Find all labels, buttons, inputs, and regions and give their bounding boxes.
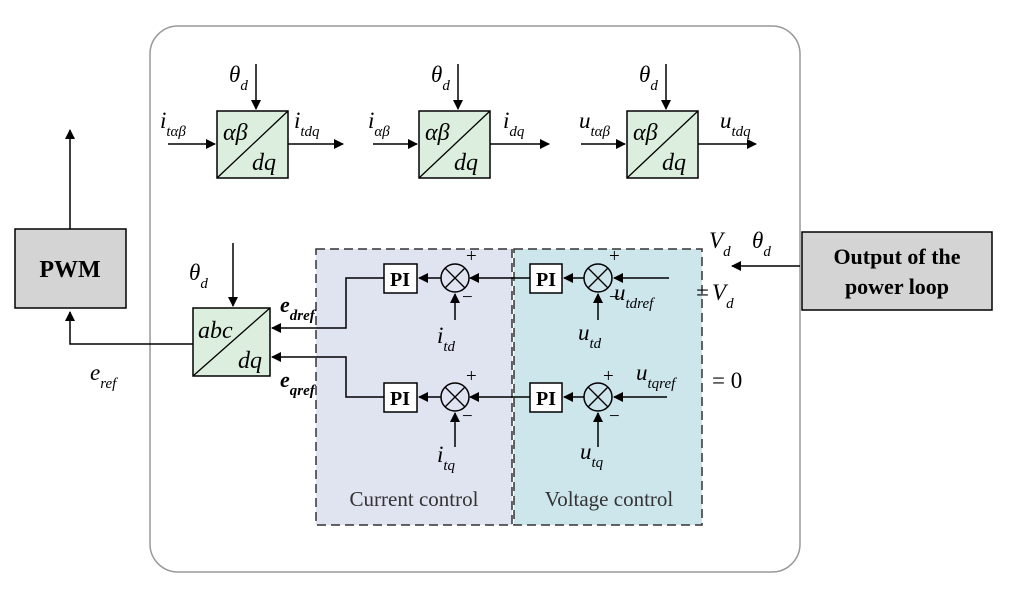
power-loop-line2: power loop (845, 274, 949, 299)
abc-dq-top: abc (198, 318, 233, 344)
transform-3-input: utαβ (579, 108, 611, 140)
current-control-panel (315, 248, 513, 526)
transform-1-bottom: dq (252, 150, 276, 176)
transform-block-2: αβ dq (418, 110, 491, 179)
voltage-pi-q (529, 382, 563, 413)
power-loop-vd: Vd (709, 228, 731, 260)
current-control-label: Current control (350, 487, 479, 511)
i-tq-label: itq (437, 442, 456, 474)
power-loop-output-block (801, 231, 993, 311)
u-tdref-equals: = (696, 280, 709, 305)
transform-1-top: αβ (223, 120, 248, 146)
transform-block-3: αβ dq (626, 110, 699, 179)
u-tdref-label: utdref (614, 280, 655, 312)
current-pi-q-label: PI (390, 388, 410, 410)
u-td-label: utd (578, 320, 602, 352)
current-pi-d-label: PI (390, 269, 410, 291)
u-tdref-vd: Vd (712, 280, 734, 312)
transform-3-bottom: dq (662, 150, 686, 176)
power-loop-theta: θd (752, 228, 771, 260)
e-ref-label: eref (90, 360, 118, 392)
transform-block-1: αβ dq (216, 110, 289, 179)
transform-2-top: αβ (425, 120, 450, 146)
transform-2-bottom: dq (454, 150, 478, 176)
transform-3-top: αβ (633, 120, 658, 146)
abc-dq-block: abc dq (192, 307, 271, 377)
e-qref-label: eqref (280, 367, 317, 399)
voltage-control-label: Voltage control (545, 487, 674, 511)
controller-frame (149, 25, 801, 573)
voltage-sum-q-plus: + (603, 366, 614, 387)
abc-dq-bottom: dq (238, 348, 262, 374)
transform-3-angle: θd (639, 62, 658, 94)
voltage-sum-q-minus: − (609, 406, 620, 427)
transform-1-angle: θd (229, 62, 248, 94)
transform-2-output: idq (503, 108, 525, 140)
current-sum-d-plus: + (466, 246, 477, 267)
u-tqref-label: utqref (636, 360, 677, 392)
transform-2-input: iαβ (368, 108, 390, 140)
u-tq-label: utq (580, 439, 604, 471)
transform-3-output: utdq (720, 108, 751, 140)
voltage-pi-d-label: PI (536, 269, 556, 291)
voltage-sum-d-minus: − (609, 287, 620, 308)
voltage-pi-q-label: PI (536, 388, 556, 410)
pwm-block (14, 228, 127, 309)
transform-2-angle: θd (431, 62, 450, 94)
power-loop-line1: Output of the (833, 244, 960, 269)
e-dref-label: edref (280, 292, 317, 324)
u-tqref-equals-zero: = 0 (712, 368, 742, 393)
voltage-sum-d-plus: + (609, 246, 620, 267)
current-sum-q (440, 382, 470, 412)
current-sum-d-minus: − (462, 287, 473, 308)
transform-1-output: itdq (294, 108, 320, 140)
transform-1-input: itαβ (160, 108, 186, 140)
current-sum-q-minus: − (462, 406, 473, 427)
i-td-label: itd (437, 323, 456, 355)
abc-dq-angle: θd (189, 260, 208, 292)
pwm-label: PWM (39, 257, 100, 283)
current-sum-q-plus: + (466, 366, 477, 387)
